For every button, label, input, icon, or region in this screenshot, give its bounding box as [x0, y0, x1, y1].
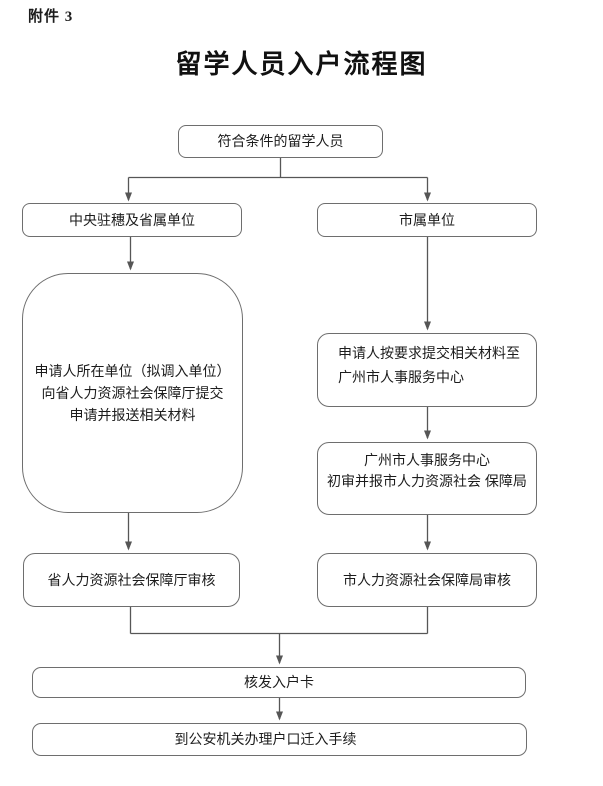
- node-provincial-submission-line1: 申请人所在单位（拟调入单位）: [34, 363, 231, 379]
- node-police-registration-procedure-label: 到公安机关办理户口迁入手续: [174, 731, 357, 747]
- node-municipal-units: 市属单位: [317, 203, 537, 237]
- node-eligible-returnees-label: 符合条件的留学人员: [217, 133, 344, 149]
- node-issue-household-card: 核发入户卡: [32, 667, 526, 698]
- node-submit-materials-line1: 申请人按要求提交相关材料至: [338, 345, 520, 361]
- node-police-registration-procedure: 到公安机关办理户口迁入手续: [32, 723, 527, 756]
- node-provincial-hr-bureau-audit: 省人力资源社会保障厅审核: [23, 553, 240, 607]
- node-provincial-hr-bureau-audit-label: 省人力资源社会保障厅审核: [47, 571, 216, 588]
- node-submit-materials-line2: 广州市人事服务中心: [338, 369, 464, 385]
- node-service-center-initial-review: 广州市人事服务中心 初审并报市人力资源社会 保障局: [317, 442, 537, 515]
- node-central-provincial-units-label: 中央驻穗及省属单位: [69, 211, 195, 228]
- node-provincial-submission-line2: 向省人力资源社会保障厅提交: [41, 385, 224, 401]
- node-provincial-submission-line3: 申请并报送相关材料: [69, 407, 196, 423]
- node-central-provincial-units: 中央驻穗及省属单位: [22, 203, 242, 237]
- node-issue-household-card-label: 核发入户卡: [244, 674, 314, 690]
- node-service-center-review-line1: 广州市人事服务中心: [364, 451, 490, 468]
- node-service-center-review-line2: 初审并报市人力资源社会 保障局: [327, 472, 527, 489]
- page-title: 留学人员入户流程图: [175, 50, 428, 79]
- node-provincial-submission-process: 申请人所在单位（拟调入单位） 向省人力资源社会保障厅提交 申请并报送相关材料: [22, 273, 243, 513]
- node-municipal-units-label: 市属单位: [399, 211, 455, 228]
- node-eligible-returnees: 符合条件的留学人员: [178, 125, 383, 158]
- node-municipal-hr-bureau-audit: 市人力资源社会保障局审核: [317, 553, 537, 607]
- attachment-label: 附件 3: [28, 9, 74, 25]
- node-submit-materials-service-center: 申请人按要求提交相关材料至 广州市人事服务中心: [317, 333, 537, 407]
- node-municipal-hr-bureau-audit-label: 市人力资源社会保障局审核: [343, 571, 511, 588]
